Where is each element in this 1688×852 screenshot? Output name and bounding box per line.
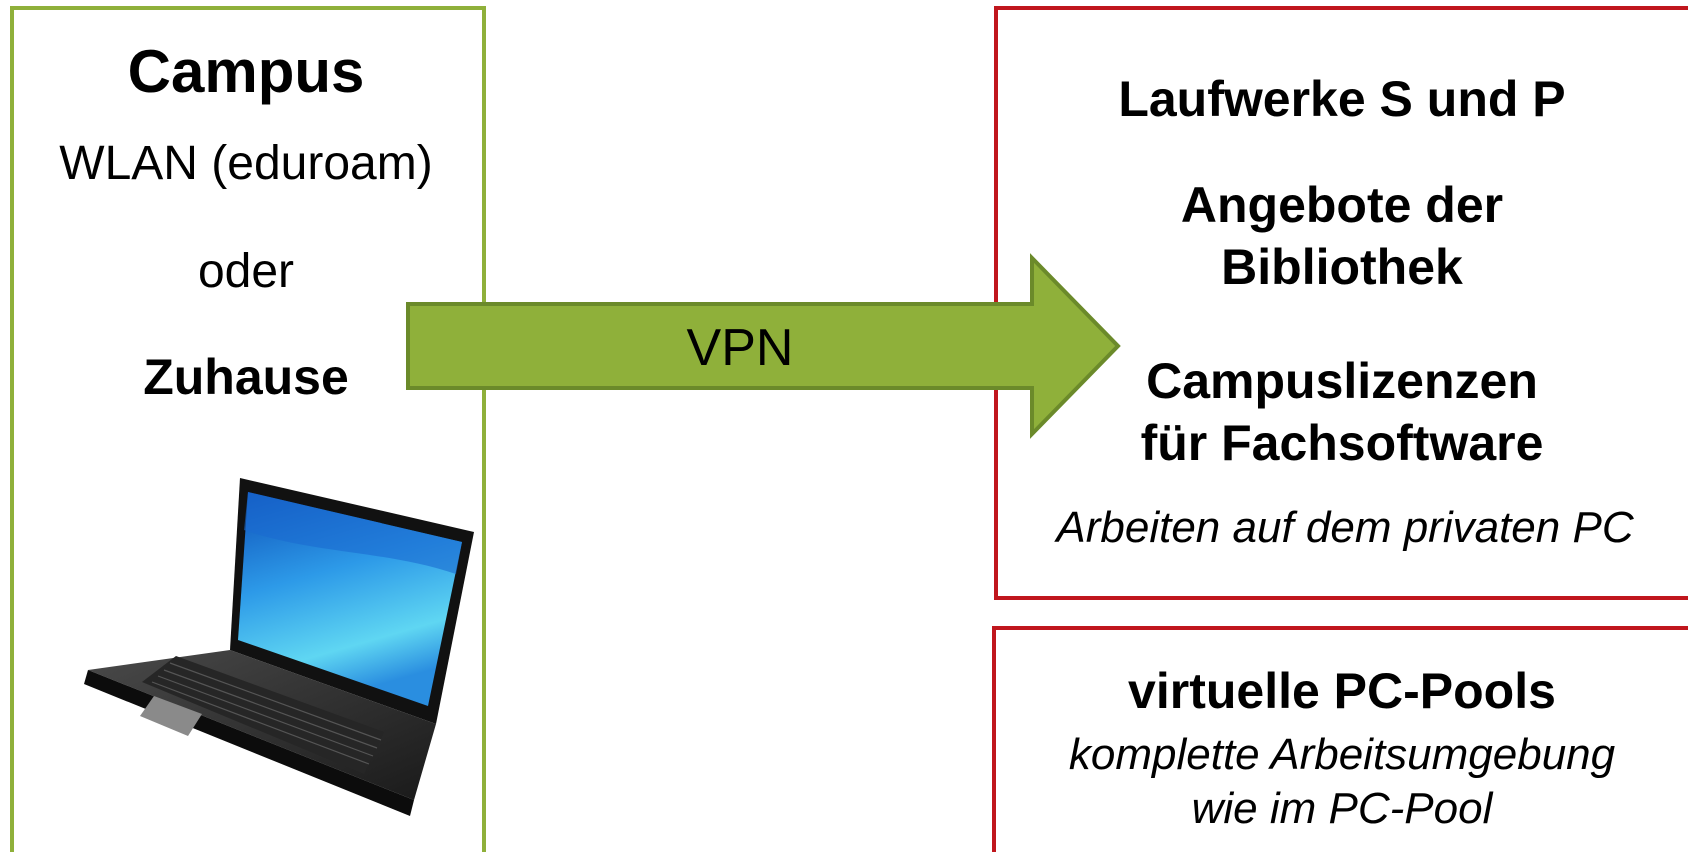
zuhause-text: Zuhause [143,349,349,405]
campus-title: Campus [127,38,365,105]
services-panel [994,6,1688,600]
campus-licenses-text: Campuslizenzen für Fachsoftware [1140,353,1544,471]
vpn-label: VPN [686,319,794,377]
vpn-arrow [406,253,1121,439]
virtual-pc-pools-title: virtuelle PC-Pools [1128,663,1556,719]
vpn-arrow-shape [406,253,1121,439]
private-pc-note: Arbeiten auf dem privaten PC [1056,503,1634,552]
library-offers-text: Angebote der Bibliothek [1180,177,1504,295]
virtual-pc-pools-description: komplette Arbeitsumgebung wie im PC-Pool [1068,730,1616,833]
laptop-icon [84,478,474,816]
drives-text: Laufwerke S und P [1118,71,1566,127]
oder-text: oder [197,245,295,298]
wlan-text: WLAN (eduroam) [59,137,433,190]
virtual-pc-pools-panel [992,626,1688,852]
